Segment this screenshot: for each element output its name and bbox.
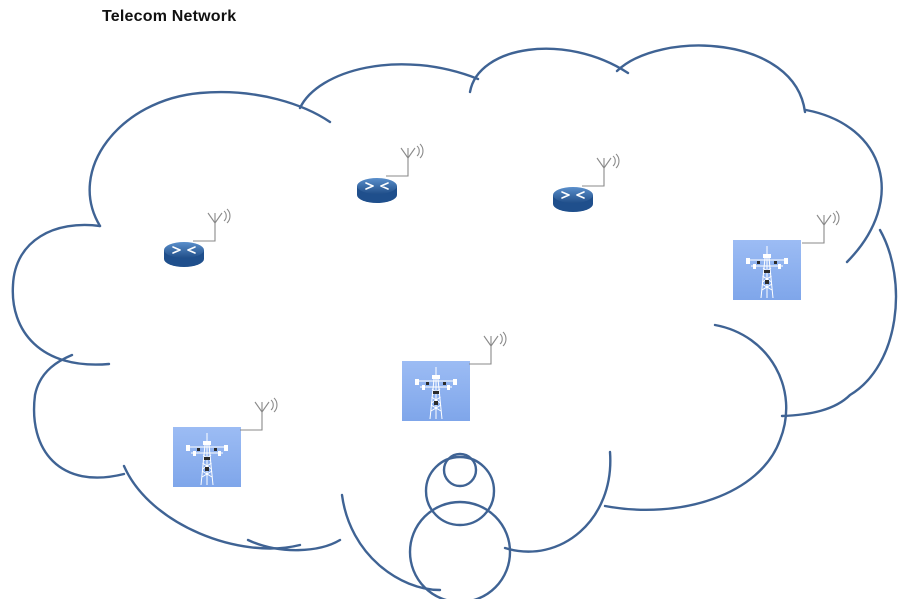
wireless-antenna-icon (581, 153, 620, 187)
wireless-antenna-icon (801, 210, 840, 244)
cell-tower-icon (172, 426, 242, 488)
router-icon (356, 177, 398, 204)
tower-node-3 (172, 397, 278, 488)
diagram-title: Telecom Network (102, 8, 237, 25)
tower-node-1 (732, 210, 840, 301)
cell-tower-icon (732, 239, 802, 301)
cloud-outline (11, 44, 898, 592)
wireless-antenna-icon (385, 143, 424, 177)
tower-node-2 (401, 331, 507, 422)
cell-tower-icon (401, 360, 471, 422)
router-node-1 (163, 208, 231, 268)
router-icon (163, 241, 205, 268)
router-icon (552, 186, 594, 213)
wireless-antenna-icon (192, 208, 231, 242)
bubble-circles (408, 452, 512, 599)
router-node-3 (552, 153, 620, 213)
router-node-2 (356, 143, 424, 204)
wireless-antenna-icon (239, 397, 278, 431)
wireless-antenna-icon (468, 331, 507, 365)
